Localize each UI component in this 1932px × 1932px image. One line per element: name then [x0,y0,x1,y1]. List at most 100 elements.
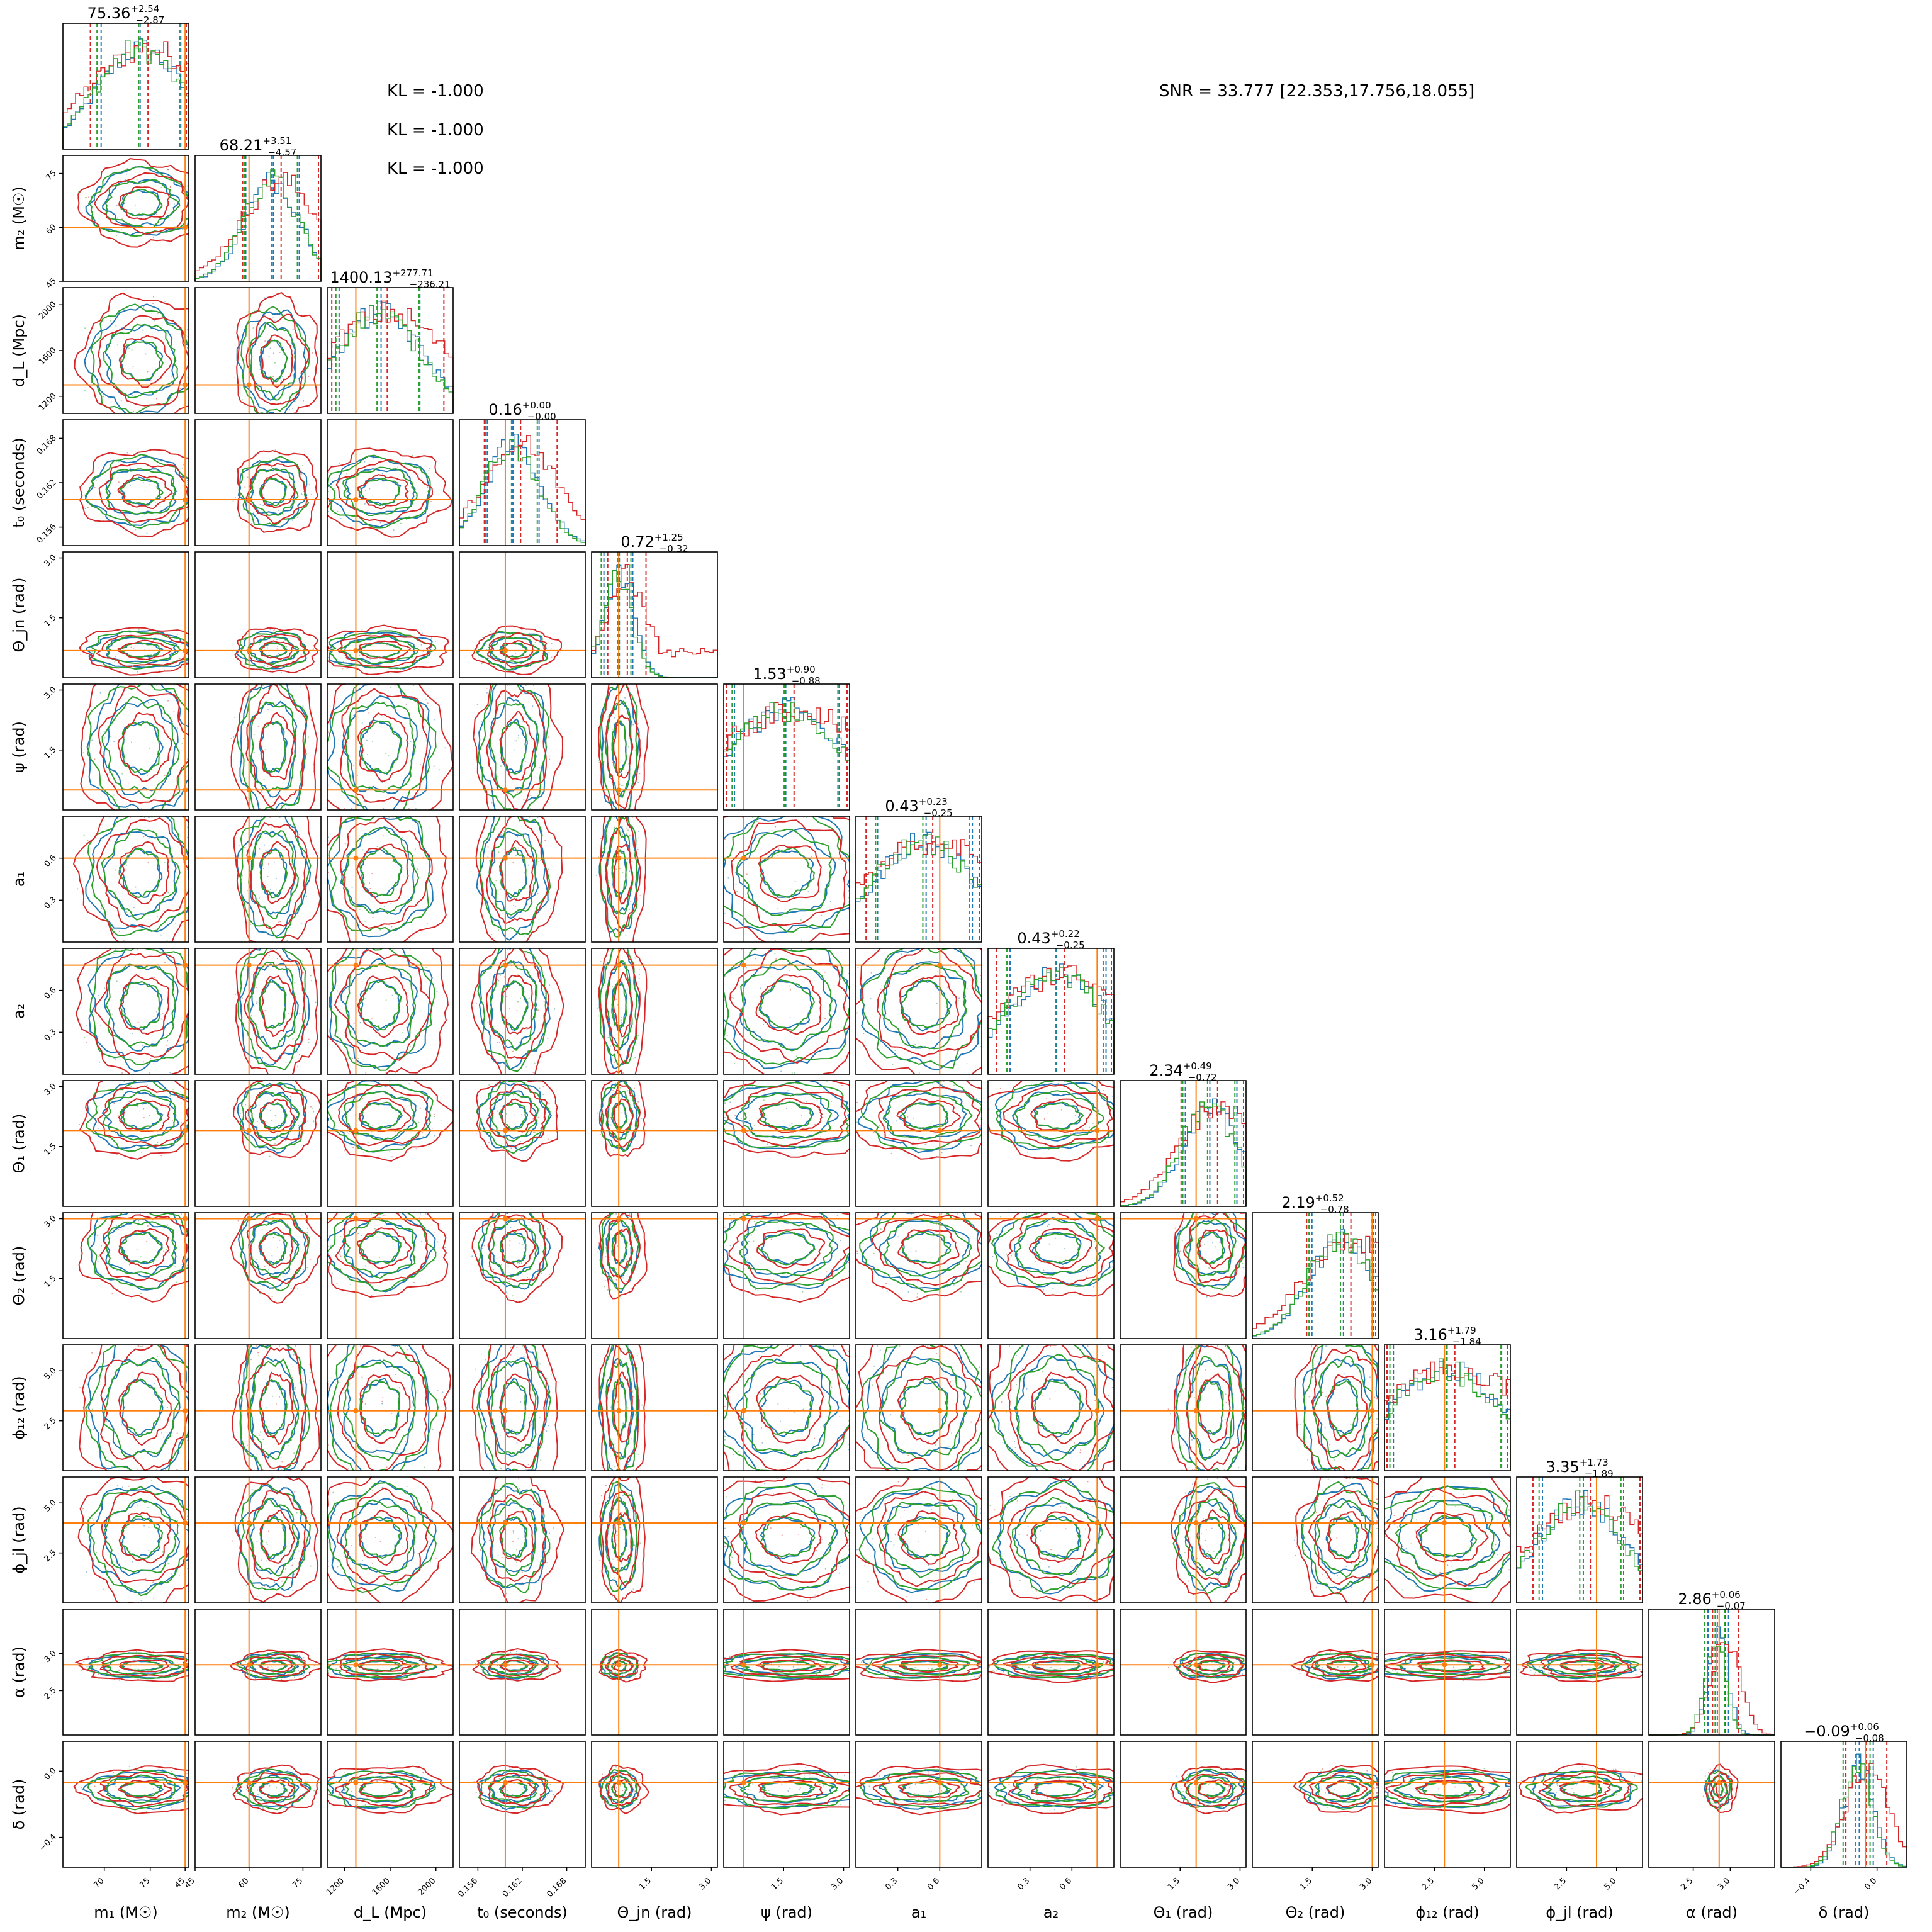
sample-point [1194,1469,1196,1470]
sample-point [274,1581,276,1583]
sample-point [525,1577,527,1579]
sample-point [1244,1659,1245,1661]
contour-red [327,624,449,675]
sample-point [419,1213,421,1215]
sample-point [500,765,502,767]
sample-point [789,1652,790,1654]
truth-marker [616,855,622,861]
panel-7-6 [855,948,982,1075]
sample-point [503,960,505,962]
sample-point [831,1369,833,1371]
sample-point [282,969,284,971]
sample-point [115,949,116,950]
panel-title-4: 0.72+1.25−0.32 [621,532,688,554]
sample-point [86,1666,88,1668]
contour-green [238,456,310,526]
sample-point [1343,1658,1345,1660]
sample-point [600,1133,601,1135]
sample-point [848,1262,849,1264]
truth-marker [502,855,508,861]
sample-point [1001,1555,1003,1557]
contour-green [1384,1652,1510,1680]
sample-point [386,1466,388,1468]
sample-point [348,1133,350,1134]
sample-point [284,808,286,809]
sample-point [279,817,281,818]
panel-frame [194,551,322,678]
sample-point [1322,1573,1323,1575]
sample-point [155,213,157,215]
sample-point [613,1150,615,1151]
sample-point [542,1086,544,1087]
sample-point [302,1381,304,1383]
sample-point [1215,1246,1216,1248]
contour-red [605,948,641,1065]
contour-green [1174,1213,1246,1291]
sample-point [550,908,552,910]
sample-point [167,169,169,171]
sample-point [604,1546,606,1547]
contour-green [343,1218,416,1279]
sample-point [880,1100,882,1101]
sample-point [308,1038,310,1040]
sample-point [120,400,122,402]
contour-blue [327,1213,436,1293]
sample-point [840,1565,841,1567]
sample-point [1112,1095,1113,1097]
contour-group [472,1648,562,1682]
sample-point [729,1215,731,1216]
truth-marker [183,648,188,653]
sample-point [390,687,391,688]
sample-point [187,480,188,481]
sample-point [1216,1478,1218,1479]
sample-point [498,1042,500,1044]
contour-green [901,1231,952,1264]
sample-point [936,1003,938,1004]
sample-point [283,1655,285,1657]
sample-point [401,837,403,838]
sample-point [1343,1373,1345,1374]
sample-point [1329,1517,1331,1519]
sample-point [638,837,640,839]
sample-point [614,1577,615,1579]
sample-point [612,1536,614,1538]
sample-point [1244,1251,1245,1253]
contour-group [79,1081,189,1160]
contour-green [901,979,951,1028]
sample-point [116,980,118,982]
y-tick-label: 5.0 [43,1498,59,1514]
contour-red [598,1649,648,1683]
contour-blue [327,1480,437,1592]
sample-point [156,1266,157,1267]
sample-point [113,741,115,743]
sample-point [901,953,902,955]
sample-point [1612,1657,1614,1659]
sample-point [187,1801,188,1803]
contour-green [259,1379,288,1439]
sample-point [270,1227,272,1229]
sample-point [488,1084,490,1086]
sample-point [471,1255,473,1257]
sample-point [966,988,968,990]
sample-point [1297,1424,1299,1425]
sample-point [1508,1509,1510,1511]
panel-frame [194,1344,322,1471]
sample-point [534,1062,536,1064]
sample-point [395,1131,396,1133]
sample-point [507,685,508,686]
sample-point [245,1585,247,1586]
sample-point [724,976,726,978]
sample-point [291,1564,293,1566]
truth-marker [937,1662,943,1668]
panel-7-5 [723,948,850,1075]
sample-point [121,1423,123,1425]
sample-point [887,1671,889,1673]
sample-point [1055,1237,1057,1239]
sample-point [100,1025,102,1026]
contour-red [259,1509,296,1564]
sample-point [626,833,627,834]
sample-point [1084,1528,1086,1530]
sample-point [627,1345,629,1347]
sample-point [415,1148,417,1150]
truth-marker [183,382,188,388]
